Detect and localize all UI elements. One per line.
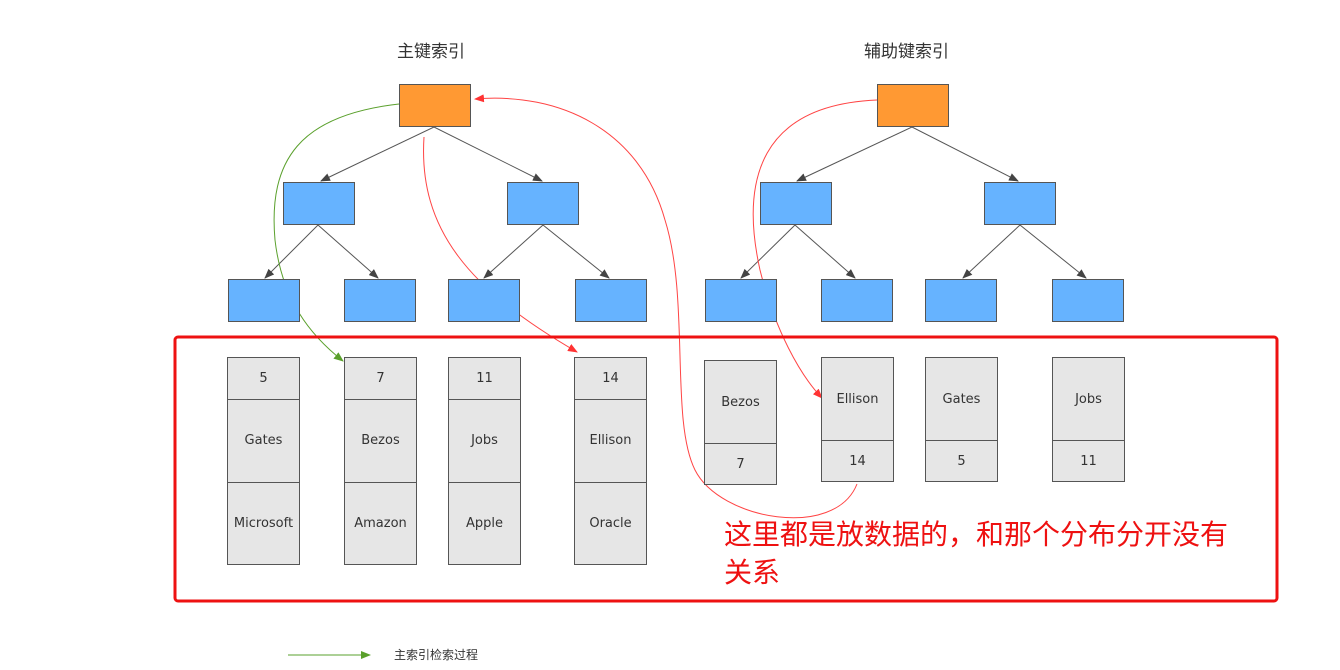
record-company: Microsoft [233,515,294,531]
secondary-record-4: Jobs 11 [1052,357,1125,482]
secondary-page-node-1 [705,279,777,322]
secondary-page-node-2 [821,279,893,322]
secondary-page-node-4 [1052,279,1124,322]
primary-page-node-4 [575,279,647,322]
primary-page-node-2 [344,279,416,322]
secondary-branch-node-right [984,182,1056,225]
secondary-branch-node-left [760,182,832,225]
record-name: Gates [228,400,299,483]
record-name: Jobs [449,400,520,483]
secondary-lookup-path [752,99,878,399]
secondary-record-3: Gates 5 [925,357,998,482]
record-id: 7 [345,358,416,400]
primary-record-2: 7 Bezos Amazon [344,357,417,565]
secondary-page-node-3 [925,279,997,322]
primary-tree-edges [264,126,610,279]
record-company: Oracle [589,515,632,531]
record-id: 14 [575,358,646,400]
primary-to-leaf-path [423,136,578,353]
primary-page-node-3 [448,279,520,322]
record-name: Bezos [345,400,416,483]
record-key: 5 [957,453,966,469]
legend-label: 主索引检索过程 [394,648,479,662]
primary-index-title: 主键索引 [397,42,465,62]
data-region-highlight [173,335,1279,603]
primary-record-3: 11 Jobs Apple [448,357,521,565]
record-name: Ellison [822,358,893,441]
record-key: 14 [849,453,866,469]
secondary-root-node [877,84,949,127]
secondary-record-1: Bezos 7 [704,360,777,485]
primary-root-node [399,84,471,127]
secondary-tree-edges [740,126,1087,279]
secondary-index-title: 辅助键索引 [864,42,949,62]
return-to-primary-path [474,94,858,519]
record-id: 5 [228,358,299,400]
record-key: 7 [736,456,745,472]
record-id: 11 [449,358,520,400]
primary-page-node-1 [228,279,300,322]
primary-record-1: 5 Gates Microsoft [227,357,300,565]
primary-branch-node-left [283,182,355,225]
data-region-annotation: 这里都是放数据的，和那个分布分开没有关系 [724,518,1229,589]
record-name: Jobs [1053,358,1124,441]
record-company: Amazon [354,515,407,531]
record-name: Bezos [705,361,776,444]
primary-record-4: 14 Ellison Oracle [574,357,647,565]
record-company: Apple [465,515,503,531]
record-key: 11 [1080,453,1097,469]
primary-lookup-path [273,103,400,362]
record-name: Ellison [575,400,646,483]
secondary-record-2: Ellison 14 [821,357,894,482]
record-name: Gates [926,358,997,441]
primary-branch-node-right [507,182,579,225]
